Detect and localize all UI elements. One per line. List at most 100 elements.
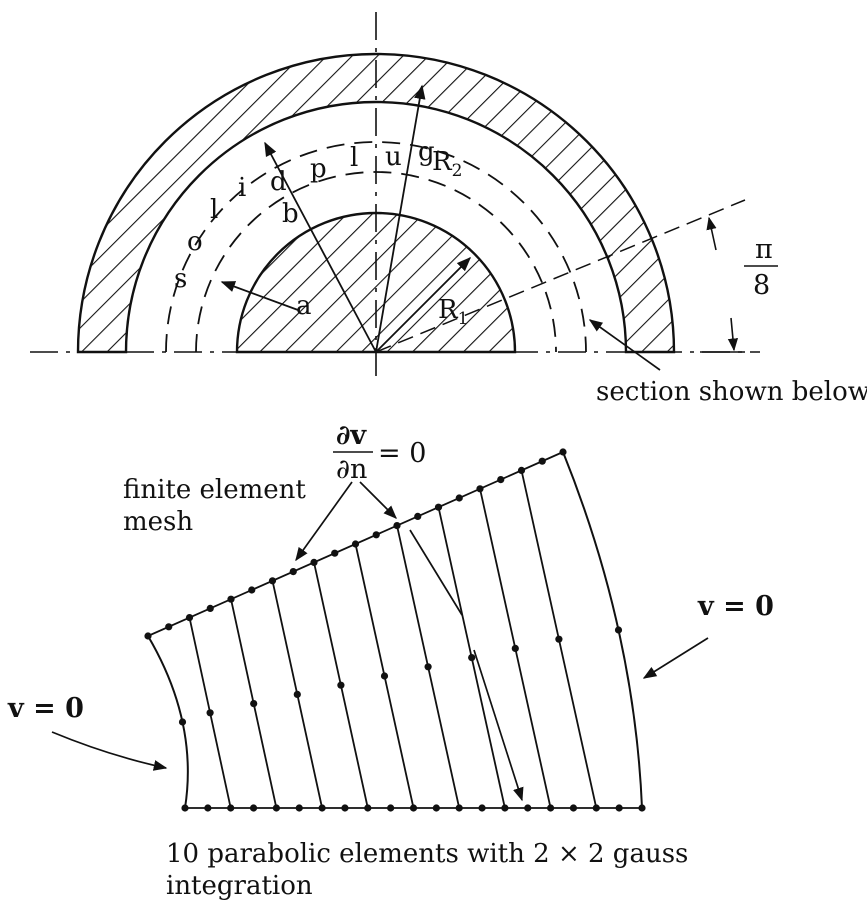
mesh-node (341, 804, 349, 812)
mesh-node (387, 804, 395, 812)
mesh-node (318, 804, 326, 812)
mesh-node (468, 654, 476, 662)
radius-b-line (264, 141, 377, 353)
mesh-node (614, 626, 623, 634)
mesh-node (455, 494, 463, 502)
mesh-node (248, 586, 256, 594)
plug-letter: p (310, 154, 327, 184)
mesh-leader-arrow (473, 649, 524, 802)
angle-arrow-upper (706, 216, 717, 251)
mesh-node (181, 804, 189, 812)
plug-letter: o (187, 227, 203, 257)
mesh-node (364, 804, 372, 812)
mesh-node (310, 558, 318, 567)
label-R2: R2 (432, 147, 462, 181)
mesh-node (615, 804, 623, 812)
mesh-node (372, 531, 380, 539)
mesh-node (497, 476, 505, 484)
plug-letter: l (210, 195, 218, 225)
mesh-right-edge (562, 451, 643, 809)
angle-dimension: π 8 (700, 216, 778, 353)
mesh-node (206, 709, 214, 717)
mesh-node (144, 632, 152, 640)
mesh-node (337, 681, 345, 689)
mesh-node (569, 804, 578, 812)
mesh-node (393, 522, 401, 530)
mesh-node (295, 804, 303, 812)
caption-line1: 10 parabolic elements with 2 × 2 gauss (166, 839, 688, 869)
plug-letter: d (270, 167, 287, 197)
mesh-nodes (144, 448, 646, 812)
section-pointer (588, 319, 661, 371)
mesh-node (227, 804, 235, 812)
mesh-node (547, 804, 555, 812)
mesh-node (250, 700, 258, 708)
mesh-node (227, 595, 235, 603)
plug-letter: l (350, 143, 358, 173)
mesh-node (434, 503, 443, 511)
mesh-section: ∂v ∂n = 0 finite element mesh v = 0 v = … (7, 420, 774, 901)
mesh-node (331, 549, 339, 557)
bc-left-label: v = 0 (7, 693, 84, 724)
inner-core (235, 211, 517, 354)
plug-letter: i (238, 173, 246, 203)
label-R1: R1 (438, 295, 468, 329)
mesh-lines (147, 451, 643, 809)
mesh-node (268, 577, 277, 585)
mesh-node (524, 804, 532, 812)
bc-right-label: v = 0 (697, 591, 774, 622)
bc-right-pointer (642, 637, 709, 679)
angle-numerator: π (755, 234, 773, 265)
bc-top-denominator: ∂n (336, 454, 367, 485)
mesh-node (455, 804, 463, 812)
mesh-node (432, 804, 440, 812)
label-b: b (282, 199, 299, 229)
mesh-node (501, 804, 509, 812)
mesh-node (517, 466, 526, 474)
bc-top-rhs: = 0 (378, 438, 426, 469)
bc-left-pointer (51, 731, 168, 771)
mesh-node (206, 604, 214, 613)
mesh-node (538, 457, 546, 465)
plug-letters: s o l i d p l u g (174, 137, 435, 294)
mesh-label-line2: mesh (123, 507, 193, 537)
radius-R2-line (375, 84, 426, 353)
dashed-arc-inner (165, 141, 587, 353)
caption-line2: integration (166, 871, 313, 901)
mesh-node (351, 540, 360, 548)
mesh-leader (409, 529, 463, 616)
mesh-node (424, 663, 432, 671)
mesh-node (592, 804, 600, 812)
mesh-node (380, 672, 389, 680)
plug-letter: s (174, 264, 187, 294)
outer-casing (76, 52, 676, 354)
section-boundary-line (375, 199, 746, 353)
mesh-label-line1: finite element (123, 475, 306, 505)
plug-letter: g (418, 137, 435, 167)
bc-top-leader-right (359, 481, 397, 519)
radius-R1-line (375, 256, 472, 353)
mesh-node (185, 614, 194, 622)
mesh-node (478, 804, 486, 812)
mesh-node (178, 718, 187, 726)
cross-section: s o l i d p l u g b a R2 R1 π 8 section … (30, 12, 867, 407)
mesh-node (511, 644, 519, 653)
angle-denominator: 8 (753, 270, 770, 301)
mesh-node (293, 690, 301, 699)
mesh-node (555, 635, 563, 643)
mesh-node (414, 512, 422, 521)
mesh-node (289, 568, 297, 576)
plug-letter: u (385, 142, 402, 172)
mesh-node (249, 804, 258, 812)
radius-a-line (220, 281, 299, 311)
bc-top-numerator: ∂v (336, 420, 367, 451)
mesh-node (638, 804, 646, 812)
mesh-node (204, 804, 212, 812)
section-label: section shown below (596, 377, 867, 407)
label-a: a (296, 291, 312, 321)
mesh-node (476, 485, 484, 493)
bc-top-leader-left (295, 481, 353, 562)
mesh-node (272, 804, 280, 812)
mesh-node (165, 623, 173, 631)
